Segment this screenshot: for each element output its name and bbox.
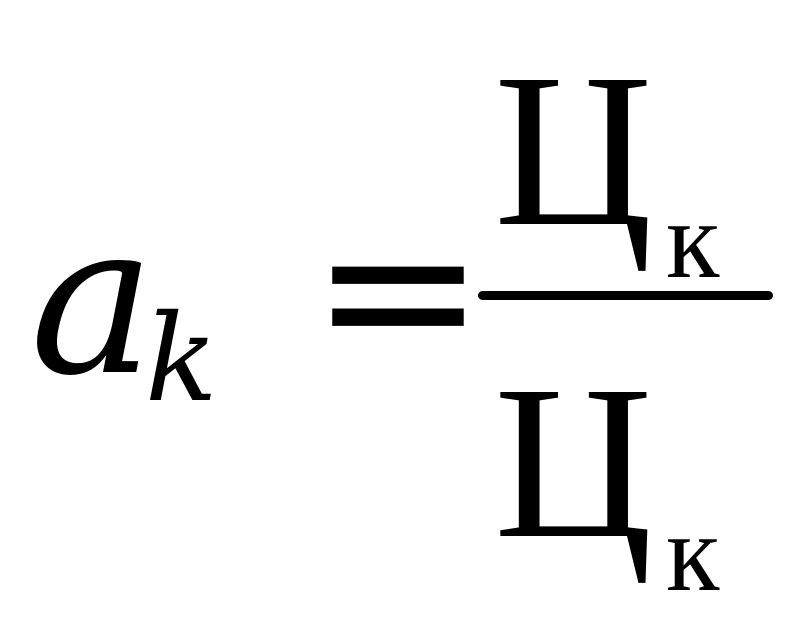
equals-sign: = bbox=[310, 167, 486, 412]
numerator-symbol: Ц bbox=[494, 28, 653, 272]
fraction-bar bbox=[478, 291, 773, 300]
denominator-symbol: Ц bbox=[494, 340, 653, 584]
lhs-variable: a bbox=[30, 177, 156, 422]
lhs-subscript: k bbox=[145, 290, 218, 429]
numerator-subscript: к bbox=[666, 179, 720, 301]
denominator-subscript: к bbox=[666, 492, 720, 614]
